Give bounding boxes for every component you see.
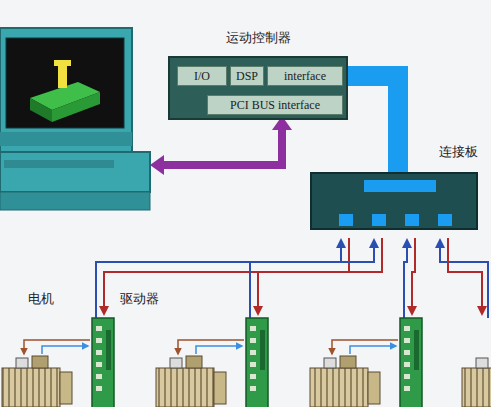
servo-driver [92,318,114,407]
panel-body: I/O DSP interfacePCI BUS interface [168,56,348,120]
module-box: I/O [177,66,227,86]
socket [372,214,386,226]
module-label: interface [284,69,326,84]
panel-box: 连接板 [310,132,478,230]
panel-box: 运动控制器 I/O DSP interfacePCI BUS interface [168,20,348,120]
feedback-wire [96,240,341,318]
encoder-wire [196,346,242,354]
servo-motor [156,356,226,407]
servo-motor [2,356,72,407]
encoder-wire [350,346,396,354]
data-bus [343,76,398,172]
module-box: interface [267,66,343,86]
command-wire [448,238,482,314]
servo-driver [246,318,268,407]
socket [438,214,452,226]
command-wire [412,238,415,314]
socket [405,214,419,226]
motor-label: 电机 [28,290,54,308]
bus-socket [364,180,436,192]
power-wire [332,340,398,354]
panel-body [310,172,478,230]
power-wire [178,340,244,354]
encoder-wire [42,346,88,354]
servo-motor [310,356,380,407]
computer-monitor [0,28,150,210]
power-wire [24,340,90,354]
module-label: I/O [194,69,210,84]
panel-heading: 连接板 [310,132,478,172]
servo-motor [462,356,491,407]
drive-units [2,238,491,407]
feedback-wire [250,240,374,318]
command-wire [258,238,382,314]
servo-driver [400,318,422,407]
module-label: PCI BUS interface [230,98,320,113]
module-label: DSP [236,69,258,84]
driver-label: 驱动器 [120,290,159,308]
pci-bus-arrow [150,116,292,175]
panel-heading: 运动控制器 [168,20,348,56]
module-box: DSP [230,66,264,86]
command-wire [104,238,349,314]
module-box: PCI BUS interface [207,95,343,115]
feedback-wire [404,240,407,318]
socket [339,214,353,226]
